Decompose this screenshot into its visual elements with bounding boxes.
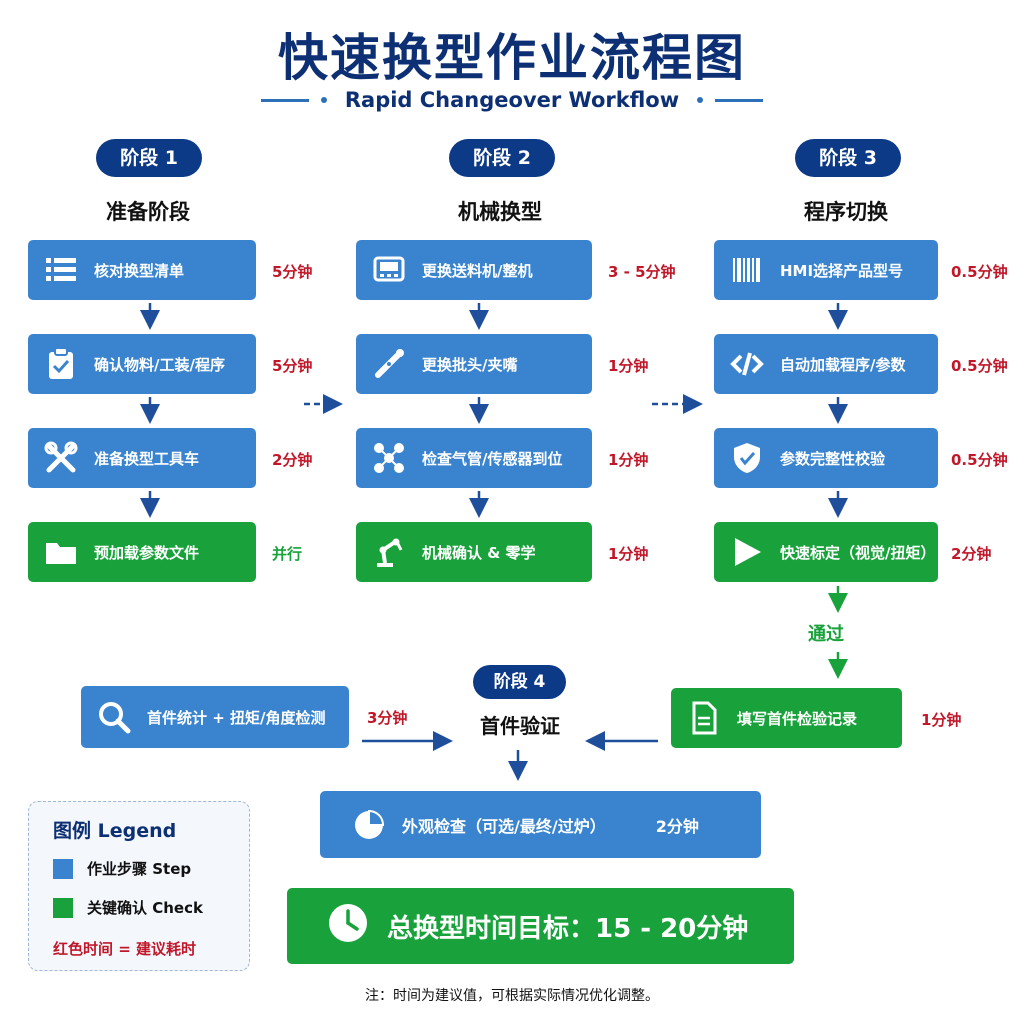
step-confirm-material[interactable]: 确认物料/工装/程序 — [28, 334, 256, 394]
step-label: 确认物料/工装/程序 — [94, 355, 225, 374]
screwdriver-bit-icon — [370, 345, 408, 383]
barcode-icon — [728, 251, 766, 289]
magnifier-icon — [95, 698, 133, 736]
pie-chart-icon — [350, 806, 388, 844]
step-label: 更换送料机/整机 — [422, 261, 533, 280]
stage4-name: 首件验证 — [480, 714, 560, 738]
stage3-name: 程序切换 — [804, 200, 888, 224]
footer-note: 注：时间为建议值，可根据实际情况优化调整。 — [365, 988, 659, 1004]
machine-icon — [370, 251, 408, 289]
list-icon — [42, 251, 80, 289]
step-label: 准备换型工具车 — [94, 449, 200, 468]
play-icon — [728, 533, 766, 571]
step-time: 3 - 5分钟 — [608, 263, 676, 281]
code-icon — [728, 345, 766, 383]
subtitle-dot-left — [320, 97, 327, 103]
clock-icon — [287, 902, 387, 951]
total-time-text: 总换型时间目标：15 - 20分钟 — [387, 913, 749, 944]
step-time: 1分钟 — [608, 545, 649, 563]
step-label: 首件统计 + 扭矩/角度检测 — [147, 708, 326, 727]
pass-label: 通过 — [808, 624, 844, 645]
step-label: 更换批头/夹嘴 — [422, 355, 518, 374]
step-label: 快速标定（视觉/扭矩） — [780, 543, 936, 562]
step-label: HMI选择产品型号 — [780, 261, 904, 280]
legend-title: 图例 Legend — [53, 820, 177, 842]
step-time: 0.5分钟 — [951, 263, 1008, 281]
subtitle-row: Rapid Changeover Workflow — [0, 88, 1024, 112]
step-label: 填写首件检验记录 — [737, 709, 858, 728]
step-mechanical-confirm[interactable]: 机械确认 & 零学 — [356, 522, 592, 582]
legend-check-row: 关键确认 Check — [53, 897, 203, 918]
step-replace-feeder[interactable]: 更换送料机/整机 — [356, 240, 592, 300]
step-param-check[interactable]: 参数完整性校验 — [714, 428, 938, 488]
step-replace-bit[interactable]: 更换批头/夹嘴 — [356, 334, 592, 394]
step-hmi-select[interactable]: HMI选择产品型号 — [714, 240, 938, 300]
step-fill-record[interactable]: 填写首件检验记录 — [671, 688, 902, 748]
total-time-target: 总换型时间目标：15 - 20分钟 — [287, 888, 794, 964]
step-time: 2分钟 — [272, 451, 313, 469]
step-time: 5分钟 — [272, 263, 313, 281]
legend-time-note: 红色时间 = 建议耗时 — [53, 940, 197, 958]
stage4-badge: 阶段 4 — [473, 665, 566, 699]
step-preload-params[interactable]: 预加载参数文件 — [28, 522, 256, 582]
step-first-piece-stats[interactable]: 首件统计 + 扭矩/角度检测 — [81, 686, 349, 748]
subtitle-line-left — [260, 98, 309, 102]
legend-step-row: 作业步骤 Step — [53, 858, 191, 879]
stage3-badge: 阶段 3 — [795, 139, 901, 177]
step-time: 1分钟 — [608, 451, 649, 469]
step-time: 0.5分钟 — [951, 451, 1008, 469]
step-time: 1分钟 — [921, 711, 962, 729]
shield-check-icon — [728, 439, 766, 477]
legend-check-label: 关键确认 Check — [87, 899, 203, 917]
step-label: 外观检查（可选/最终/过炉） — [402, 816, 606, 836]
step-time: 0.5分钟 — [951, 357, 1008, 375]
stage1-badge: 阶段 1 — [96, 139, 202, 177]
subtitle-dot-right — [697, 97, 704, 103]
folder-icon — [42, 533, 80, 571]
step-label: 自动加载程序/参数 — [780, 355, 906, 374]
step-label: 检查气管/传感器到位 — [422, 449, 563, 468]
step-auto-load[interactable]: 自动加载程序/参数 — [714, 334, 938, 394]
legend-step-label: 作业步骤 Step — [87, 860, 192, 878]
subtitle: Rapid Changeover Workflow — [344, 88, 680, 112]
legend: 图例 Legend 作业步骤 Step 关键确认 Check 红色时间 = 建议… — [28, 801, 250, 971]
step-label: 参数完整性校验 — [780, 449, 886, 468]
step-label: 机械确认 & 零学 — [422, 543, 536, 562]
step-time: 2分钟 — [951, 545, 992, 563]
legend-green-swatch — [53, 897, 73, 918]
stage2-name: 机械换型 — [458, 200, 542, 224]
step-appearance-check[interactable]: 外观检查（可选/最终/过炉） 2分钟 — [320, 791, 761, 858]
clipboard-check-icon — [42, 345, 80, 383]
page-title: 快速换型作业流程图 — [278, 29, 746, 87]
step-time: 1分钟 — [608, 357, 649, 375]
step-label: 核对换型清单 — [94, 261, 185, 280]
robot-arm-icon — [370, 533, 408, 571]
step-prepare-tool-cart[interactable]: 准备换型工具车 — [28, 428, 256, 488]
tools-icon — [42, 439, 80, 477]
step-time: 5分钟 — [272, 357, 313, 375]
step-time: 并行 — [272, 545, 303, 563]
legend-blue-swatch — [53, 858, 73, 879]
step-quick-calibration[interactable]: 快速标定（视觉/扭矩） — [714, 522, 938, 582]
step-time: 2分钟 — [655, 816, 699, 836]
subtitle-line-right — [715, 98, 764, 102]
stage2-badge: 阶段 2 — [449, 139, 555, 177]
stage1-name: 准备阶段 — [106, 200, 190, 224]
step-check-list[interactable]: 核对换型清单 — [28, 240, 256, 300]
sensor-icon — [370, 439, 408, 477]
step-time: 3分钟 — [367, 709, 408, 727]
step-check-sensors[interactable]: 检查气管/传感器到位 — [356, 428, 592, 488]
document-icon — [685, 699, 723, 737]
step-label: 预加载参数文件 — [94, 543, 200, 562]
